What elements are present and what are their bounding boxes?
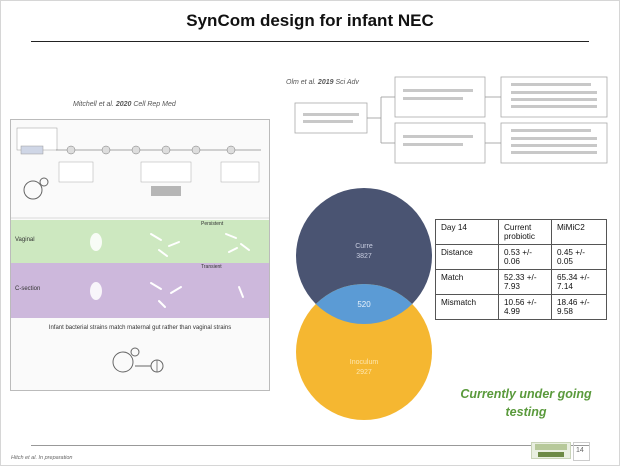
table-cell-mimic: 0.45 +/- 0.05 xyxy=(551,244,607,270)
table-row: Mismatch 10.56 +/- 4.99 18.46 +/- 9.58 xyxy=(435,294,607,320)
csection-band: C-section Transient xyxy=(11,263,269,318)
mother-infant-icon xyxy=(112,347,164,373)
institution-logo xyxy=(531,442,571,459)
csection-label: C-section xyxy=(15,286,41,292)
venn-diagram: Curre 3827 520 Inoculum 2927 xyxy=(296,188,432,420)
table-cell-current: 0.53 +/- 0.06 xyxy=(498,244,552,270)
venn-top-circle xyxy=(296,188,432,324)
footer-divider xyxy=(31,445,589,446)
table-cell-current: 52.33 +/- 7.93 xyxy=(498,269,552,295)
title-divider xyxy=(31,41,589,42)
table-row-label: Distance xyxy=(435,244,499,270)
page-number-box xyxy=(573,442,590,461)
table-header-cell: Day 14 xyxy=(435,219,499,245)
vaginal-label: Vaginal xyxy=(15,237,35,243)
slide-title: SynCom design for infant NEC xyxy=(186,11,434,30)
cohort-flowchart xyxy=(294,76,608,164)
status-message: Currently under going testing xyxy=(437,385,615,421)
left-figure-citation: Mitchell et al. 2020 Cell Rep Med xyxy=(73,101,176,108)
status-line-2: testing xyxy=(505,405,547,419)
left-figure-caption: Infant bacterial strains match maternal … xyxy=(48,325,232,331)
transient-label: Transient xyxy=(201,264,222,270)
table-header-cell: Current probiotic xyxy=(498,219,552,245)
vaginal-bacteria-illustration xyxy=(90,233,250,257)
timeline-diagram xyxy=(11,127,269,219)
table-row: Match 52.33 +/- 7.93 65.34 +/- 7.14 xyxy=(435,269,607,295)
left-figure: Vaginal Persistent C-section Transient xyxy=(10,119,270,391)
left-axis-strip xyxy=(11,120,19,390)
venn-top-value: 3827 xyxy=(356,253,372,260)
vaginal-band: Vaginal Persistent xyxy=(11,220,269,263)
table-header-cell: MiMiC2 xyxy=(551,219,607,245)
table-cell-current: 10.56 +/- 4.99 xyxy=(498,294,552,320)
venn-bottom-label: Inoculum xyxy=(350,359,379,366)
csection-bacteria-illustration xyxy=(90,282,244,308)
table-cell-mimic: 18.46 +/- 9.58 xyxy=(551,294,607,320)
venn-top-label: Curre xyxy=(355,243,373,250)
right-figure-citation: Olm et al. 2019 Sci Adv xyxy=(286,79,359,86)
table-cell-mimic: 65.34 +/- 7.14 xyxy=(551,269,607,295)
venn-overlap-value: 520 xyxy=(357,300,371,309)
page-number: 14 xyxy=(576,447,584,454)
venn-bottom-value: 2927 xyxy=(356,369,372,376)
table-row: Distance 0.53 +/- 0.06 0.45 +/- 0.05 xyxy=(435,244,607,270)
comparison-table: Day 14 Current probiotic MiMiC2 Distance… xyxy=(435,219,607,320)
table-header-row: Day 14 Current probiotic MiMiC2 xyxy=(435,219,607,245)
status-line-1: Currently under going xyxy=(460,387,592,401)
table-row-label: Mismatch xyxy=(435,294,499,320)
venn-bottom-circle xyxy=(296,284,432,420)
table-row-label: Match xyxy=(435,269,499,295)
footer-citation: Hitch et al. In preparation xyxy=(11,455,73,461)
persistent-label: Persistent xyxy=(201,221,224,227)
